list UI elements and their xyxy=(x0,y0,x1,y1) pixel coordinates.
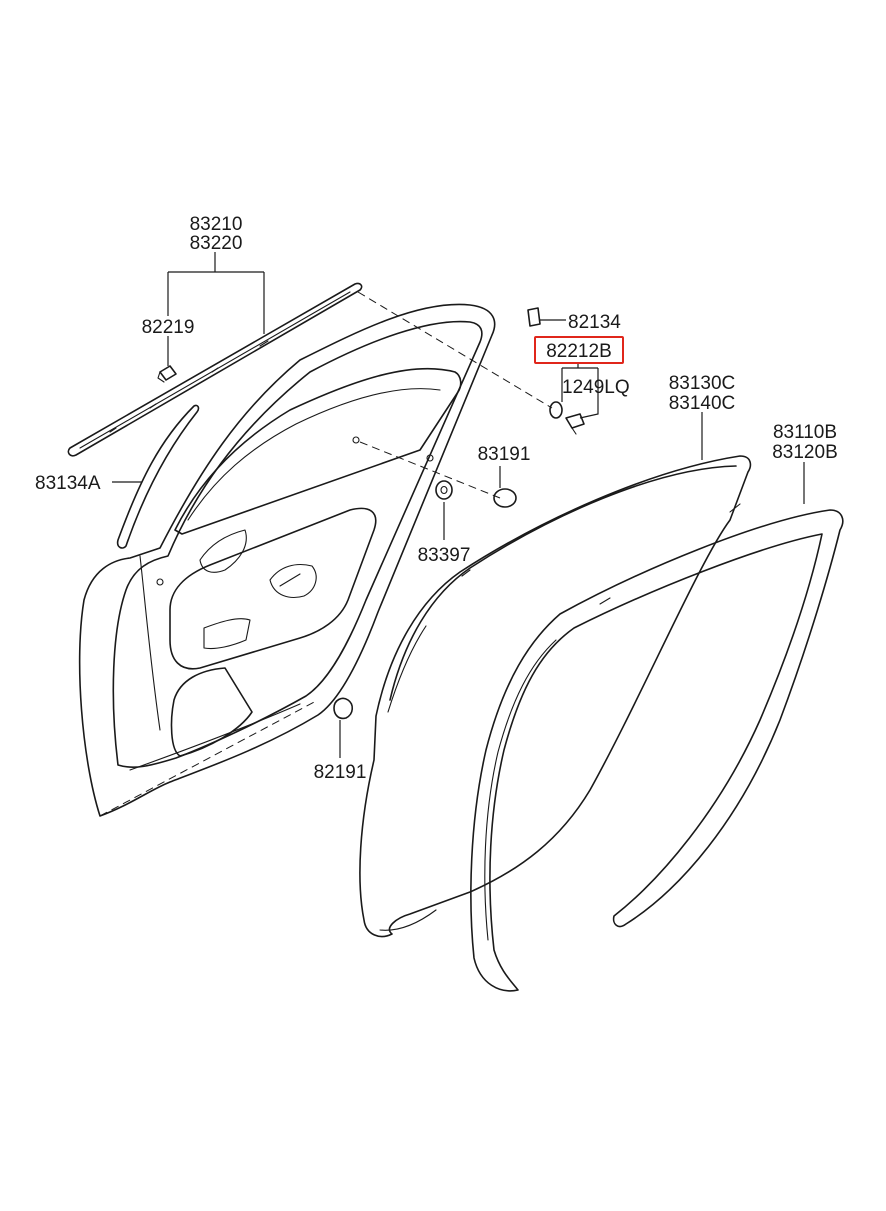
label-1249LQ: 1249LQ xyxy=(562,377,630,398)
highlight-box xyxy=(534,336,624,364)
door-weatherstrip-83130C xyxy=(359,455,752,938)
label-83130C: 83130C xyxy=(669,373,736,394)
plug-82191 xyxy=(333,697,354,720)
bracket-82134 xyxy=(527,307,541,327)
leader-lines xyxy=(99,252,805,817)
label-83140C: 83140C xyxy=(669,393,736,414)
fastener-82212B xyxy=(549,401,563,419)
belt-weatherstrip-83210 xyxy=(67,282,363,457)
part-labels: 83210 83220 82219 83134A 82134 82212B 12… xyxy=(35,214,838,783)
screw-1249LQ xyxy=(565,413,585,435)
label-83210: 83210 xyxy=(190,214,243,235)
label-83134A: 83134A xyxy=(35,473,101,494)
label-82219: 82219 xyxy=(142,317,195,338)
clip-82219 xyxy=(157,365,177,383)
label-83120B: 83120B xyxy=(772,442,838,463)
seal-83397 xyxy=(435,480,453,500)
label-83220: 83220 xyxy=(190,233,243,254)
label-82191: 82191 xyxy=(314,762,367,783)
rear-door-assembly xyxy=(78,303,496,817)
label-83110B: 83110B xyxy=(773,422,837,443)
label-83397: 83397 xyxy=(418,545,471,566)
label-82212B: 82212B xyxy=(546,341,612,362)
glass-run-83134A xyxy=(116,404,200,549)
label-83191: 83191 xyxy=(478,444,531,465)
plug-83191 xyxy=(493,488,517,508)
label-82134: 82134 xyxy=(568,312,621,333)
body-weatherstrip-83110B xyxy=(470,509,844,992)
